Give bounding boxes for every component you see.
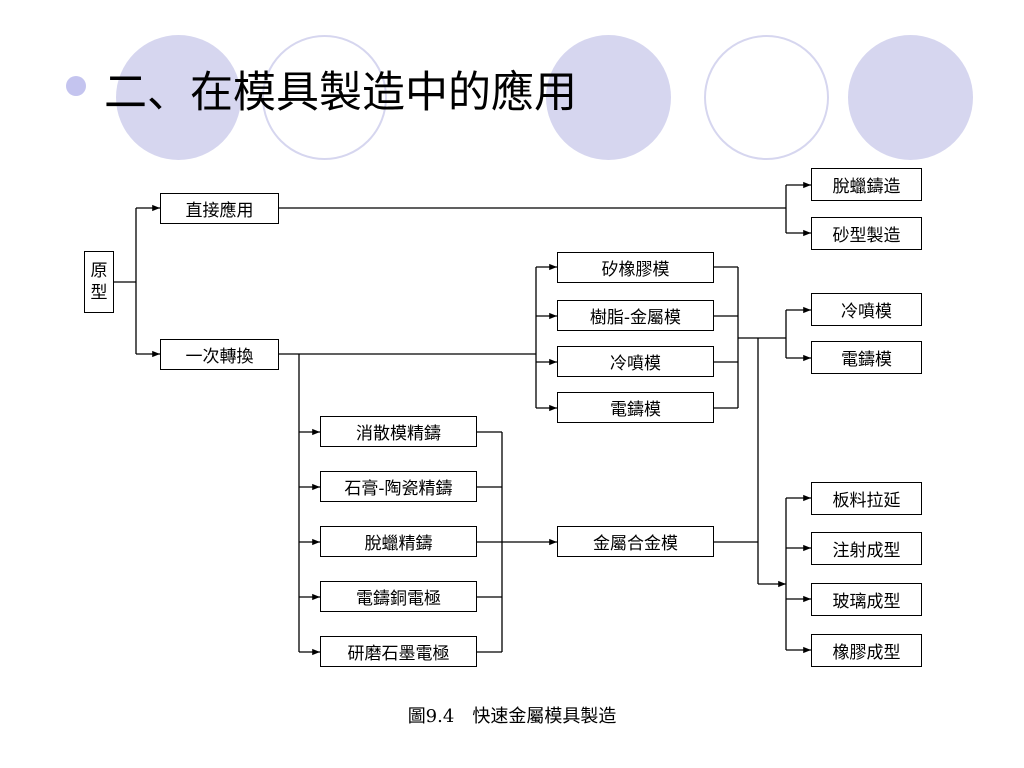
node-prototype: 原 型: [84, 251, 114, 313]
node-cold-spray-mold-output: 冷噴模: [811, 293, 922, 326]
node-lost-wax-output: 脫蠟鑄造: [811, 168, 922, 201]
node-electroform-mold-mid: 電鑄模: [557, 392, 714, 423]
decor-circle-4: [704, 35, 829, 160]
node-evaporative-pattern-casting: 消散模精鑄: [320, 416, 477, 447]
decor-circle-1: [116, 35, 241, 160]
node-cold-spray-mold-mid: 冷噴模: [557, 346, 714, 377]
node-primary-conversion: 一次轉換: [160, 339, 279, 370]
node-prototype-line1: 原: [90, 261, 108, 281]
decor-circle-2: [262, 35, 387, 160]
title-bullet-icon: [66, 76, 86, 96]
node-resin-metal-mold: 樹脂-金屬模: [557, 300, 714, 331]
node-direct-application: 直接應用: [160, 193, 279, 224]
node-sand-mold-output: 砂型製造: [811, 217, 922, 250]
figure-caption: 圖9.4 快速金屬模具製造: [407, 706, 617, 727]
node-prototype-line2: 型: [90, 283, 108, 303]
node-rubber-molding: 橡膠成型: [811, 634, 922, 667]
node-plaster-ceramic-casting: 石膏-陶瓷精鑄: [320, 471, 477, 502]
node-ground-graphite-electrode: 研磨石墨電極: [320, 636, 477, 667]
node-electroformed-copper-electrode: 電鑄銅電極: [320, 581, 477, 612]
node-glass-forming: 玻璃成型: [811, 583, 922, 616]
page-title: 二、在模具製造中的應用: [104, 68, 577, 118]
decor-circle-3: [546, 35, 671, 160]
node-injection-molding: 注射成型: [811, 532, 922, 565]
node-lost-wax-casting: 脫蠟精鑄: [320, 526, 477, 557]
node-silicone-rubber-mold: 矽橡膠模: [557, 252, 714, 283]
node-metal-alloy-mold: 金屬合金模: [557, 526, 714, 557]
node-sheet-drawing: 板料拉延: [811, 482, 922, 515]
node-electroform-mold-output: 電鑄模: [811, 341, 922, 374]
decor-circle-5: [848, 35, 973, 160]
